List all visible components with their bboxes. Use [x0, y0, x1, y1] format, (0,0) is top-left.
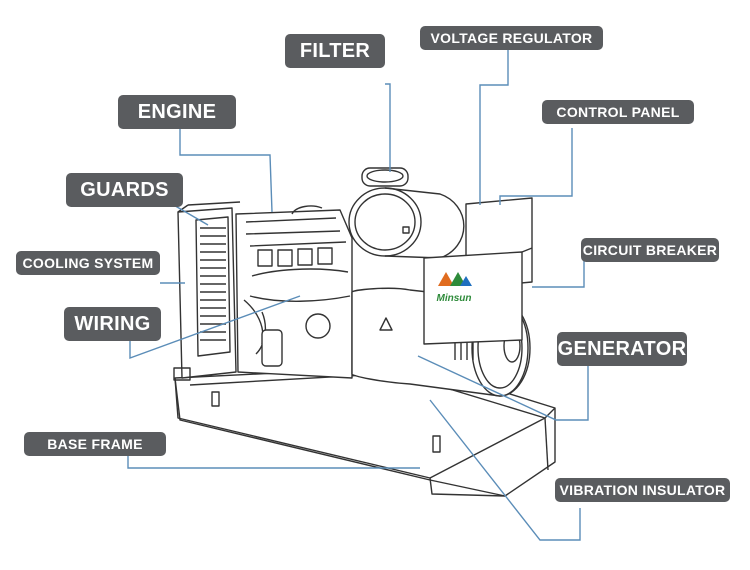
leader-lines [127, 47, 589, 541]
brand-logo-text: Minsun [436, 293, 472, 304]
radiator-drawing [173, 201, 241, 381]
label-circuit-breaker: CIRCUIT BREAKER [581, 238, 719, 262]
label-filter: FILTER [285, 34, 385, 68]
brand-logo: Minsun [432, 268, 476, 305]
label-vibration-insulator: VIBRATION INSULATOR [555, 478, 730, 502]
label-generator: GENERATOR [557, 332, 687, 366]
label-voltage-regulator: VOLTAGE REGULATOR [420, 26, 603, 50]
label-control-panel: CONTROL PANEL [542, 100, 694, 124]
engine-drawing [235, 205, 353, 379]
label-cooling-system: COOLING SYSTEM [16, 251, 160, 275]
brand-mark-icon [438, 272, 472, 286]
control-panel-drawing [423, 197, 533, 345]
label-base-frame: BASE FRAME [24, 432, 166, 456]
label-guards: GUARDS [66, 173, 183, 207]
label-wiring: WIRING [64, 307, 161, 341]
label-engine: ENGINE [118, 95, 236, 129]
air-filter-drawing [348, 167, 465, 259]
